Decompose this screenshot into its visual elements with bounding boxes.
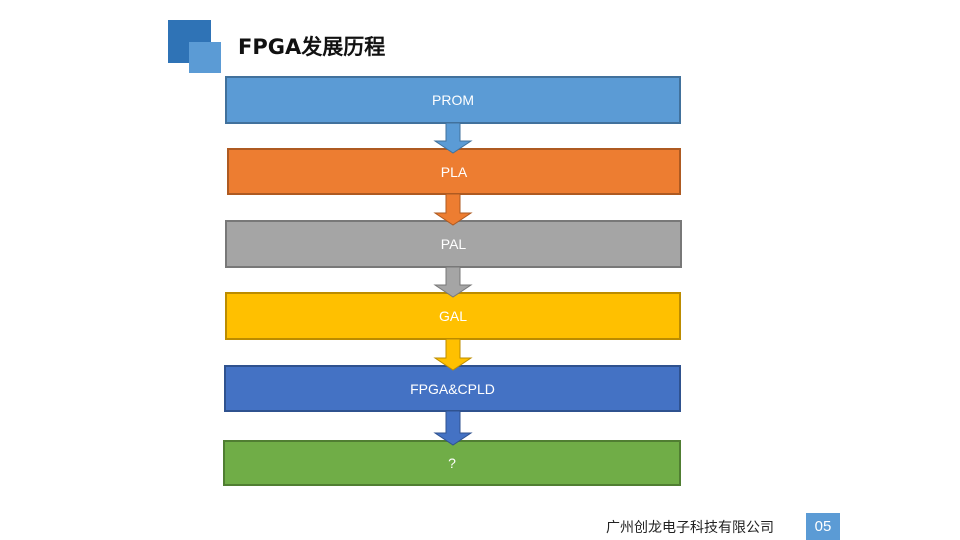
down-arrow-icon bbox=[433, 194, 473, 226]
step-label: GAL bbox=[438, 308, 467, 324]
step-label: FPGA&CPLD bbox=[410, 380, 495, 397]
arrow-shape bbox=[433, 411, 473, 446]
step-box-pla: PLA bbox=[227, 148, 681, 195]
company-name: 广州创龙电子科技有限公司 bbox=[606, 520, 774, 536]
step-box-unknown: ? bbox=[223, 440, 681, 486]
step-box-pal: PAL bbox=[225, 220, 682, 268]
step-box-gal: GAL bbox=[225, 292, 681, 340]
arrow-shape bbox=[433, 339, 473, 371]
page-title: FPGA发展历程 bbox=[238, 35, 386, 59]
step-box-prom: PROM bbox=[225, 76, 681, 124]
logo-square-small bbox=[189, 42, 221, 73]
step-box-fpga-cpld: FPGA&CPLD bbox=[224, 365, 681, 412]
down-arrow-icon bbox=[433, 339, 473, 371]
step-label: ? bbox=[448, 455, 456, 471]
down-arrow-icon bbox=[433, 123, 473, 154]
down-arrow-icon bbox=[433, 267, 473, 298]
page-number: 05 bbox=[806, 513, 840, 540]
down-arrow-icon bbox=[433, 411, 473, 446]
arrow-shape bbox=[433, 194, 473, 226]
arrow-shape bbox=[433, 267, 473, 298]
step-label: PLA bbox=[440, 163, 468, 180]
arrow-shape bbox=[433, 123, 473, 154]
step-label: PROM bbox=[432, 92, 474, 108]
step-label: PAL bbox=[440, 236, 467, 252]
